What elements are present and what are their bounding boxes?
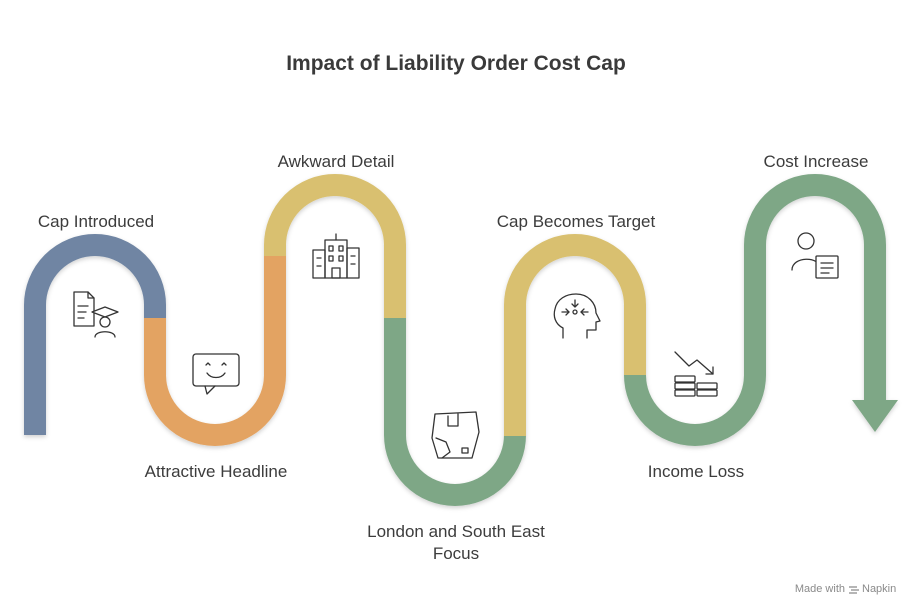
road-segment-attractive-headline — [144, 256, 286, 446]
smiling-speech-bubble-icon — [192, 353, 240, 395]
step-label-cap-introduced: Cap Introduced — [38, 212, 154, 231]
page-title: Impact of Liability Order Cost Cap — [286, 52, 626, 75]
napkin-logo-icon — [849, 586, 859, 594]
napkin-watermark: Made with Napkin — [795, 583, 896, 595]
road-segment-cap-introduced — [24, 234, 166, 435]
step-label-income-loss: Income Loss — [648, 462, 744, 481]
road-segment-cap-becomes-target — [504, 234, 646, 436]
made-with-text: Made with — [795, 583, 845, 595]
step-label-cap-becomes-target: Cap Becomes Target — [497, 212, 656, 231]
road-segment-london-south-east — [384, 318, 526, 506]
step-label-awkward-detail: Awkward Detail — [278, 152, 395, 171]
winding-road — [24, 174, 898, 506]
falling-coins-icon — [674, 351, 718, 397]
arrow-head — [852, 400, 898, 432]
step-label-cost-increase: Cost Increase — [764, 152, 869, 171]
road-segment-cost-increase — [744, 174, 886, 400]
napkin-brand-text: Napkin — [862, 583, 896, 595]
map-icon — [431, 411, 480, 459]
head-focus-icon — [553, 293, 601, 339]
step-label-attractive-headline: Attractive Headline — [145, 462, 288, 481]
document-graduate-icon — [73, 291, 119, 338]
person-document-icon — [791, 232, 839, 279]
step-label-london-south-east: London and South East — [367, 522, 545, 541]
building-icon — [312, 233, 360, 279]
step-label-london-south-east-line2: Focus — [433, 544, 479, 563]
road-segment-income-loss — [624, 256, 766, 446]
road-segment-awkward-detail — [264, 174, 406, 318]
